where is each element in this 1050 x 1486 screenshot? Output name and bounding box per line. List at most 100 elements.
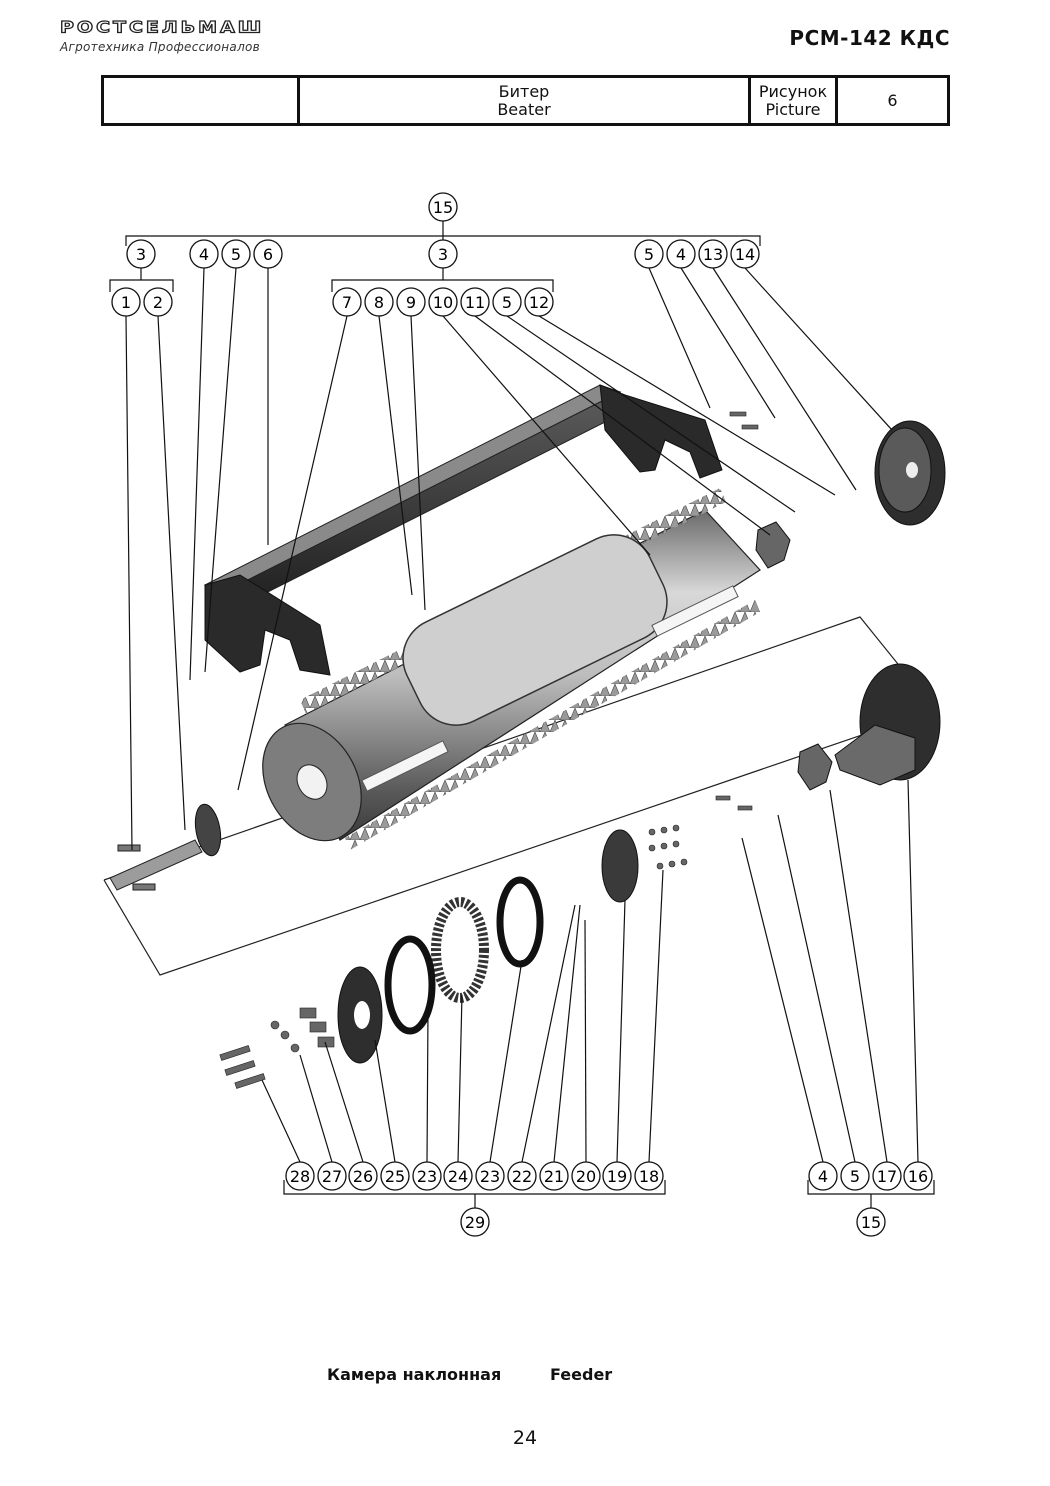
callout-part-29: 29 <box>460 1207 490 1237</box>
callout-part-7: 7 <box>332 287 362 317</box>
callout-part-21: 21 <box>539 1161 569 1191</box>
logo-tagline: Агротехника Профессионалов <box>60 40 261 54</box>
callout-balloons: 15 3 3 1 2 4 5 6 <box>111 192 933 1237</box>
callout-part-16: 16 <box>903 1161 933 1191</box>
svg-text:12: 12 <box>529 293 549 312</box>
end-disc-part <box>874 420 946 526</box>
svg-text:10: 10 <box>433 293 453 312</box>
svg-text:15: 15 <box>433 198 453 217</box>
svg-text:9: 9 <box>406 293 416 312</box>
drive-discs <box>337 829 639 1064</box>
callout-part-18: 18 <box>634 1161 664 1191</box>
title-block: Битер Beater Рисунок Picture 6 <box>101 75 950 126</box>
assembly-name-en: Beater <box>497 99 551 119</box>
svg-text:5: 5 <box>850 1167 860 1186</box>
svg-text:4: 4 <box>199 245 209 264</box>
callout-part-23-b: 23 <box>475 1161 505 1191</box>
bearing-housings <box>755 521 833 791</box>
callout-part-25: 25 <box>380 1161 410 1191</box>
svg-text:24: 24 <box>448 1167 468 1186</box>
svg-text:20: 20 <box>576 1167 596 1186</box>
callout-part-2: 2 <box>143 287 173 317</box>
svg-text:5: 5 <box>502 293 512 312</box>
callout-part-17: 17 <box>872 1161 902 1191</box>
callout-part-10: 10 <box>428 287 458 317</box>
svg-text:17: 17 <box>877 1167 897 1186</box>
callout-part-11: 11 <box>460 287 490 317</box>
svg-text:15: 15 <box>861 1213 881 1232</box>
callout-part-1: 1 <box>111 287 141 317</box>
callout-group-center: 3 <box>428 239 458 269</box>
callout-part-26: 26 <box>348 1161 378 1191</box>
svg-text:21: 21 <box>544 1167 564 1186</box>
callout-part-20: 20 <box>571 1161 601 1191</box>
callout-part-14: 14 <box>730 239 760 269</box>
svg-text:2: 2 <box>153 293 163 312</box>
title-block-picture-label-cell: Рисунок Picture <box>748 75 838 126</box>
callout-part-4-left: 4 <box>189 239 219 269</box>
callout-part-12: 12 <box>524 287 554 317</box>
callout-part-27: 27 <box>317 1161 347 1191</box>
model-name: РСМ-142 КДС <box>789 26 950 50</box>
svg-text:3: 3 <box>136 245 146 264</box>
svg-text:8: 8 <box>374 293 384 312</box>
svg-text:5: 5 <box>231 245 241 264</box>
svg-text:6: 6 <box>263 245 273 264</box>
callout-part-5-left: 5 <box>221 239 251 269</box>
page-number: 24 <box>512 1427 538 1449</box>
svg-text:5: 5 <box>644 245 654 264</box>
beater-drum <box>262 488 761 850</box>
svg-text:18: 18 <box>639 1167 659 1186</box>
callout-part-24: 24 <box>443 1161 473 1191</box>
svg-text:4: 4 <box>676 245 686 264</box>
left-shaft-part <box>109 803 222 891</box>
callout-part-4-right: 4 <box>666 239 696 269</box>
svg-text:19: 19 <box>607 1167 627 1186</box>
svg-text:29: 29 <box>465 1213 485 1232</box>
svg-text:26: 26 <box>353 1167 373 1186</box>
title-block-empty-cell <box>101 75 300 126</box>
title-block-name-cell: Битер Beater <box>297 75 751 126</box>
svg-text:11: 11 <box>465 293 485 312</box>
svg-text:27: 27 <box>322 1167 342 1186</box>
picture-number: 6 <box>887 90 898 110</box>
callout-part-4-bottom: 4 <box>808 1161 838 1191</box>
section-name-ru: Камера наклонная <box>327 1365 502 1384</box>
svg-text:7: 7 <box>342 293 352 312</box>
callout-part-5-right: 5 <box>634 239 664 269</box>
callout-part-23-a: 23 <box>412 1161 442 1191</box>
lower-housing-part <box>834 663 941 786</box>
svg-text:23: 23 <box>417 1167 437 1186</box>
fasteners <box>219 411 759 1089</box>
svg-text:13: 13 <box>703 245 723 264</box>
manufacturer-logo: РОСТСЕЛЬМАШ Агротехника Профессионалов <box>59 17 265 54</box>
logo-name: РОСТСЕЛЬМАШ <box>59 17 265 37</box>
callout-part-8: 8 <box>364 287 394 317</box>
picture-label-en: Picture <box>765 99 821 119</box>
svg-text:28: 28 <box>290 1167 310 1186</box>
callout-part-28: 28 <box>285 1161 315 1191</box>
callout-part-5-center: 5 <box>492 287 522 317</box>
section-name-en: Feeder <box>550 1365 613 1384</box>
callout-part-6: 6 <box>253 239 283 269</box>
svg-text:4: 4 <box>818 1167 828 1186</box>
callout-part-19: 19 <box>602 1161 632 1191</box>
svg-text:16: 16 <box>908 1167 928 1186</box>
callout-part-22: 22 <box>507 1161 537 1191</box>
callout-top-assembly: 15 <box>428 192 458 222</box>
svg-text:14: 14 <box>735 245 755 264</box>
svg-text:23: 23 <box>480 1167 500 1186</box>
callout-bottom-right-assembly: 15 <box>856 1207 886 1237</box>
upper-frame-part <box>203 384 723 676</box>
callout-group-left: 3 <box>126 239 156 269</box>
title-block-picture-number-cell: 6 <box>835 75 950 126</box>
callout-part-5-bottom: 5 <box>840 1161 870 1191</box>
svg-text:22: 22 <box>512 1167 532 1186</box>
callout-part-9: 9 <box>396 287 426 317</box>
svg-text:25: 25 <box>385 1167 405 1186</box>
svg-text:1: 1 <box>121 293 131 312</box>
picture-label-ru: Рисунок <box>758 81 828 101</box>
callout-part-13: 13 <box>698 239 728 269</box>
leader-lines <box>109 221 935 1208</box>
